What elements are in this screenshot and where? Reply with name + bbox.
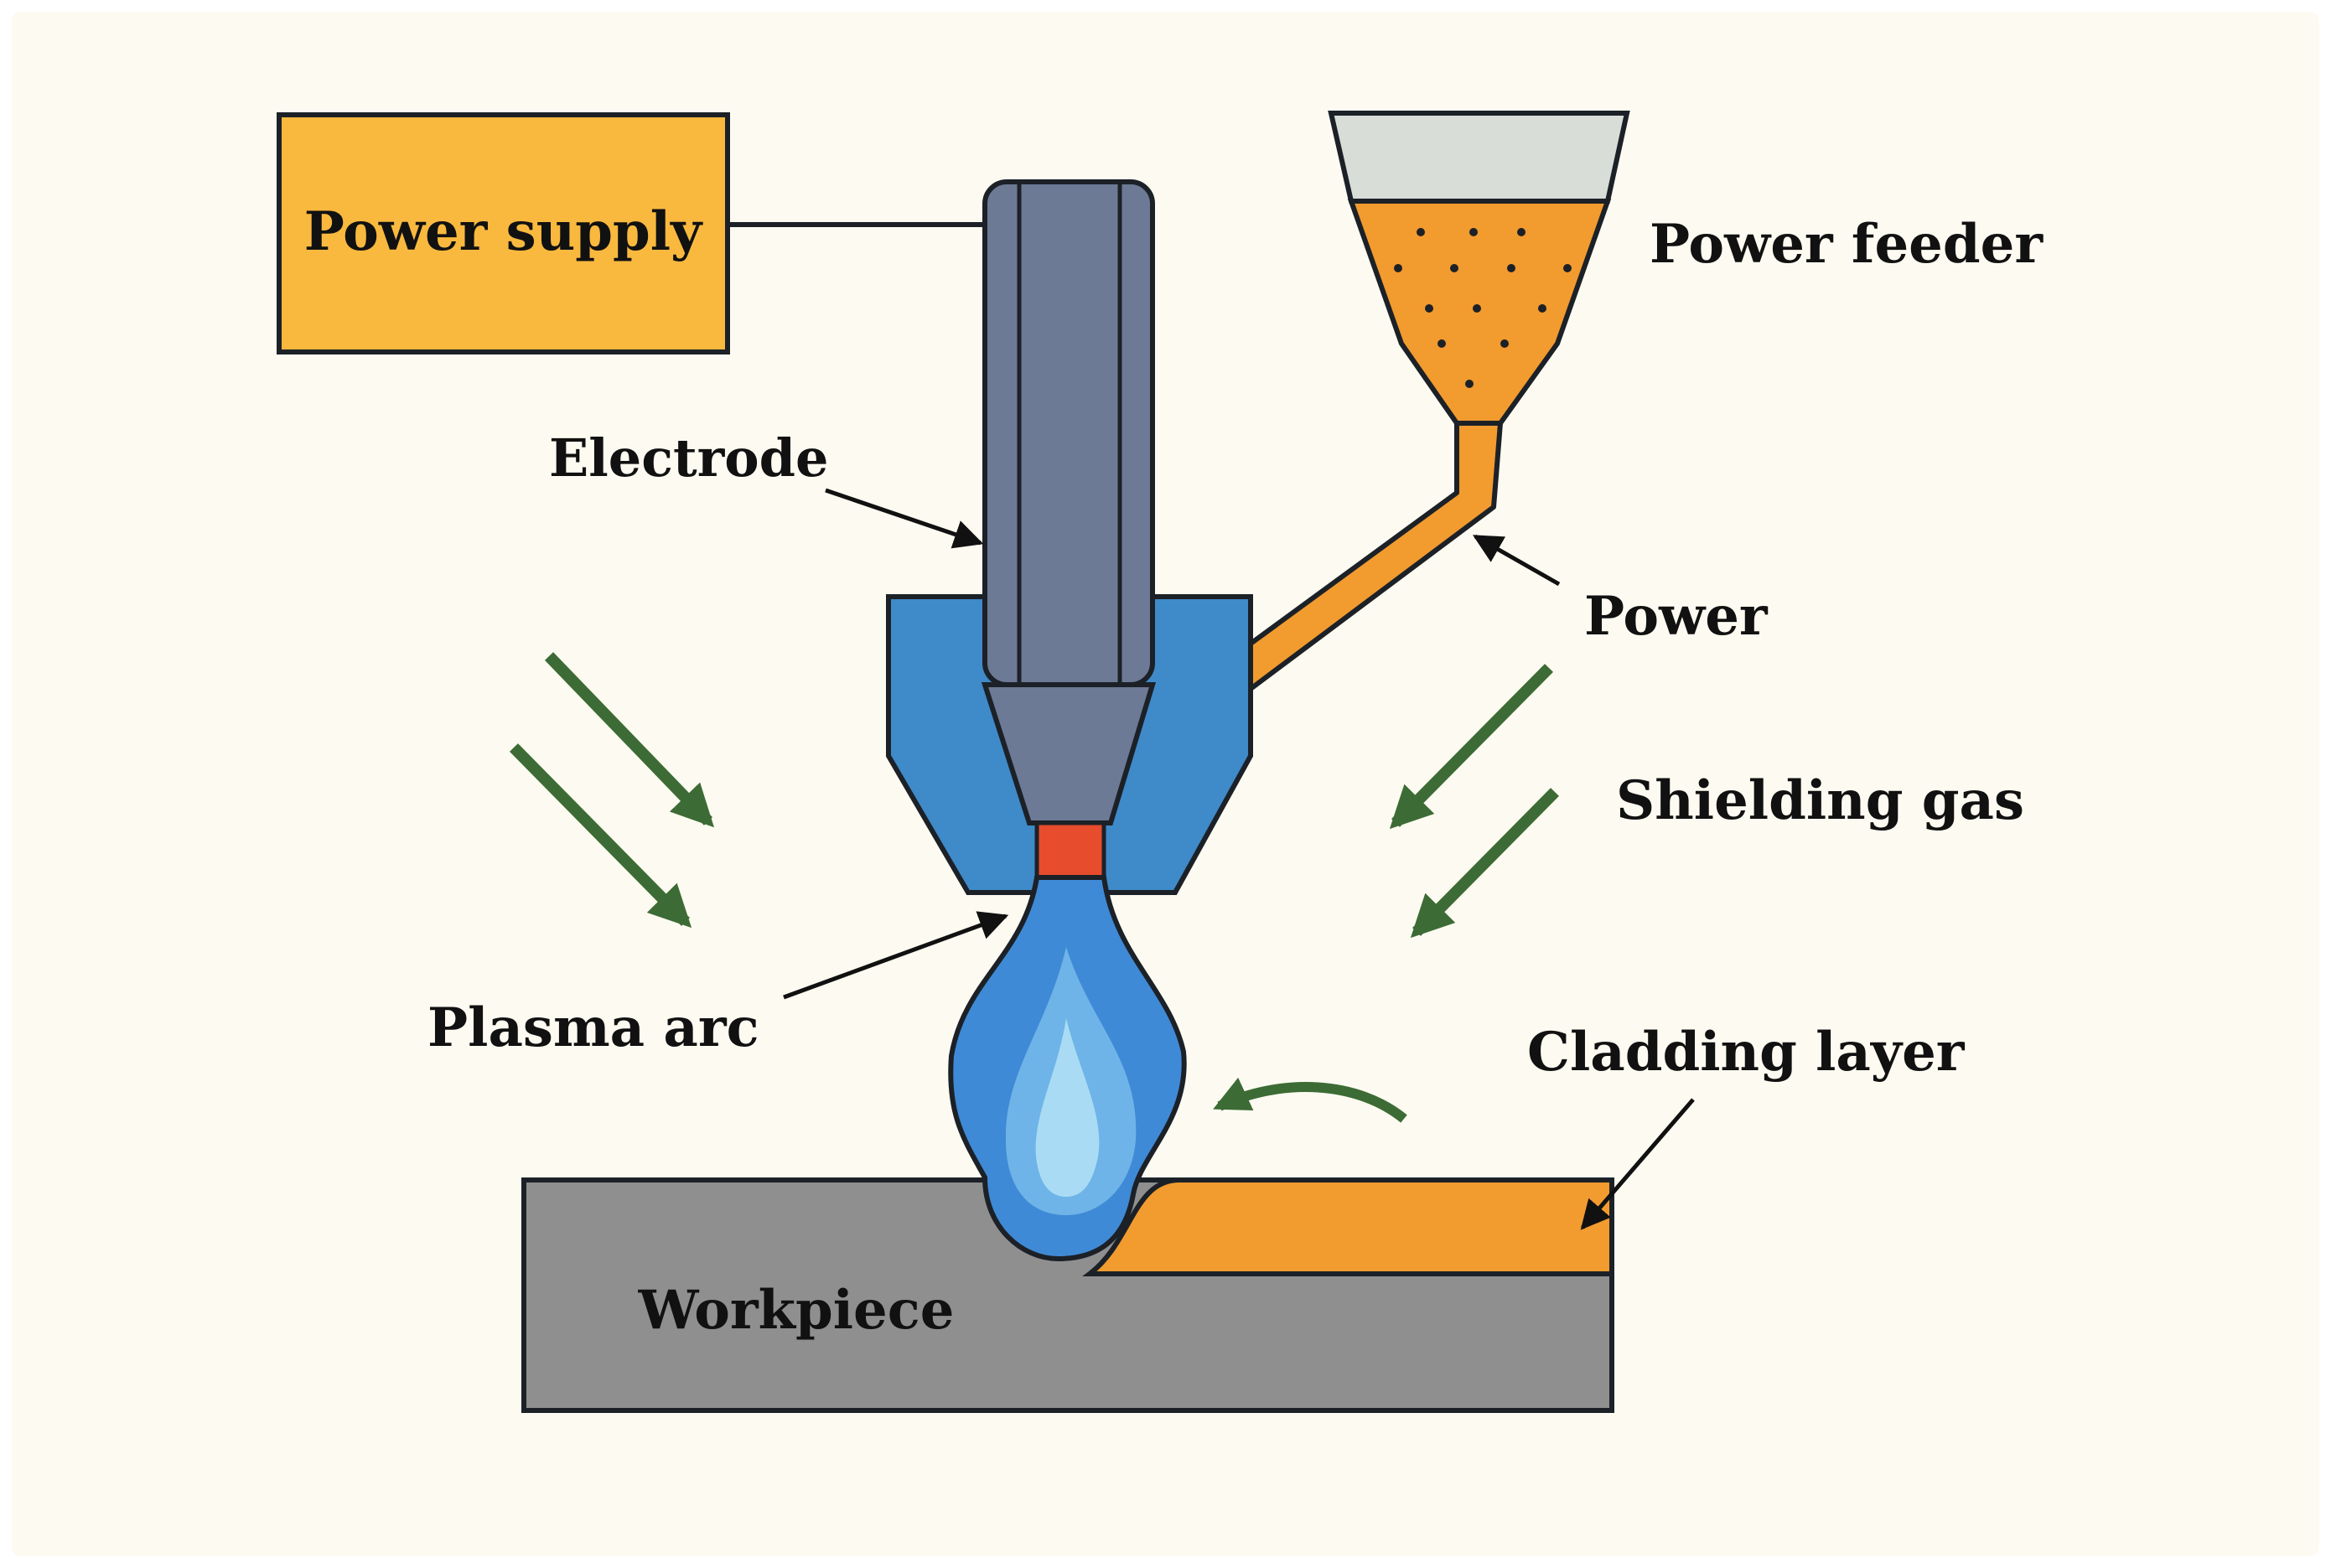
- hopper-top: [1328, 111, 1630, 204]
- plasma-arc-core-glow: [1035, 1018, 1100, 1197]
- shielding-gas-arrow-left-1: [544, 652, 714, 828]
- shielding-gas-label: Shielding gas: [1616, 769, 2024, 832]
- shielding-gas-arrow-right-1: [1389, 664, 1553, 830]
- power-supply-box: [277, 112, 730, 354]
- plasma-arc-label: Plasma arc: [427, 996, 759, 1059]
- powder-dots: [1394, 228, 1572, 388]
- power-label: Power: [1584, 585, 1769, 648]
- arc-core: [1034, 820, 1106, 880]
- plasma-arc-pointer: [783, 911, 1009, 1000]
- electrode-body: [982, 179, 1155, 687]
- shielding-gas-arrow-left-2: [510, 743, 692, 929]
- workpiece-label: Workpiece: [638, 1279, 955, 1342]
- cladding-layer-label: Cladding layer: [1527, 1021, 1966, 1084]
- power-feeder-label: Power feeder: [1650, 213, 2044, 276]
- power-pointer: [1472, 534, 1561, 587]
- shielding-gas-arrow-right-2: [1410, 788, 1559, 939]
- flow-curve-arrow: [1213, 1077, 1407, 1123]
- electrode-label: Electrode: [549, 427, 828, 489]
- cladding-layer: [1082, 1177, 1614, 1276]
- electrode-tip: [981, 682, 1157, 825]
- cladding-layer-pointer: [1580, 1098, 1695, 1230]
- electrode-pointer: [825, 488, 984, 549]
- powder-feed-tube: [1248, 421, 1503, 691]
- power-supply-label: Power supply: [304, 200, 703, 263]
